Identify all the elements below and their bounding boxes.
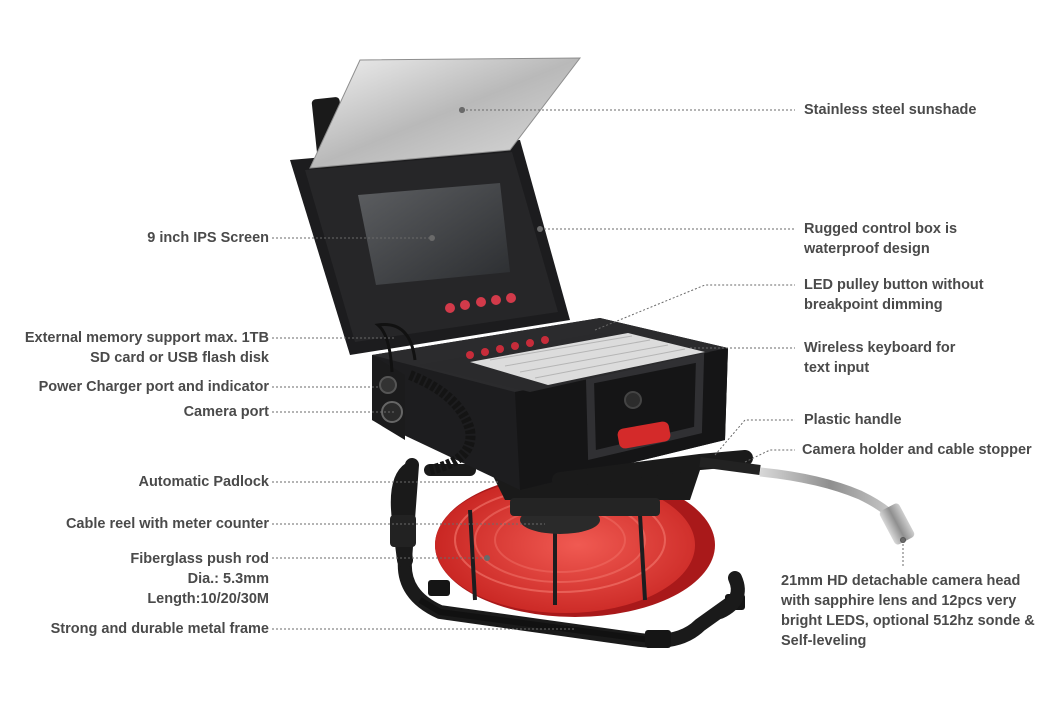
leader-camera-holder [744,449,795,463]
leader-dots [429,107,905,561]
label-push-rod: Fiberglass push rod Dia.: 5.3mm Length:1… [130,549,269,609]
keyboard-panel [420,333,710,392]
label-led-button-line-1: LED pulley button without [804,277,984,293]
label-led-button-line-2: breakpoint dimming [804,297,943,313]
label-sunshade: Stainless steel sunshade [804,102,977,118]
label-camera-port: Camera port [183,404,269,420]
leader-led-button [594,284,795,331]
label-control-box-line-1: Rugged control box is [804,221,958,237]
label-push-rod-line-1: Fiberglass push rod [130,551,269,567]
label-memory-line-2: SD card or USB flash disk [90,350,269,366]
label-control-box-line-2: waterproof design [804,241,930,257]
label-camera-holder: Camera holder and cable stopper [802,442,1032,458]
label-camera-head-line-4: Self-leveling [781,633,867,649]
camera-head [759,467,915,545]
label-camera-head-line-2: with sapphire lens and 12pcs very [781,593,1017,609]
label-keyboard-line-1: Wireless keyboard for [804,340,956,356]
label-frame: Strong and durable metal frame [50,621,269,637]
sunshade [309,57,582,169]
label-camera-head-line-1: 21mm HD detachable camera head [781,573,1021,589]
label-keyboard-line-2: text input [804,360,870,376]
frame-front-bar [390,462,745,619]
label-camera-head: 21mm HD detachable camera head with sapp… [781,571,1035,651]
ips-screen [358,183,510,285]
label-padlock: Automatic Padlock [138,474,269,490]
label-handle: Plastic handle [804,412,902,428]
leader-lines [272,109,904,630]
label-push-rod-line-3: Length:10/20/30M [147,591,269,607]
camera-holder [552,450,761,488]
side-ports [372,322,476,475]
label-charger: Power Charger port and indicator [38,379,269,395]
label-push-rod-line-2: Dia.: 5.3mm [187,571,269,587]
label-screen: 9 inch IPS Screen [147,230,269,246]
label-control-box: Rugged control box is waterproof design [804,219,957,259]
label-camera-head-line-3: bright LEDS, optional 512hz sonde & [781,613,1035,629]
label-memory: External memory support max. 1TB SD card… [25,328,269,368]
lid [290,97,570,355]
label-reel: Cable reel with meter counter [65,516,269,532]
label-led-button: LED pulley button without breakpoint dim… [804,275,984,315]
label-keyboard: Wireless keyboard for text input [804,338,955,378]
label-memory-line-1: External memory support max. 1TB [24,330,269,346]
